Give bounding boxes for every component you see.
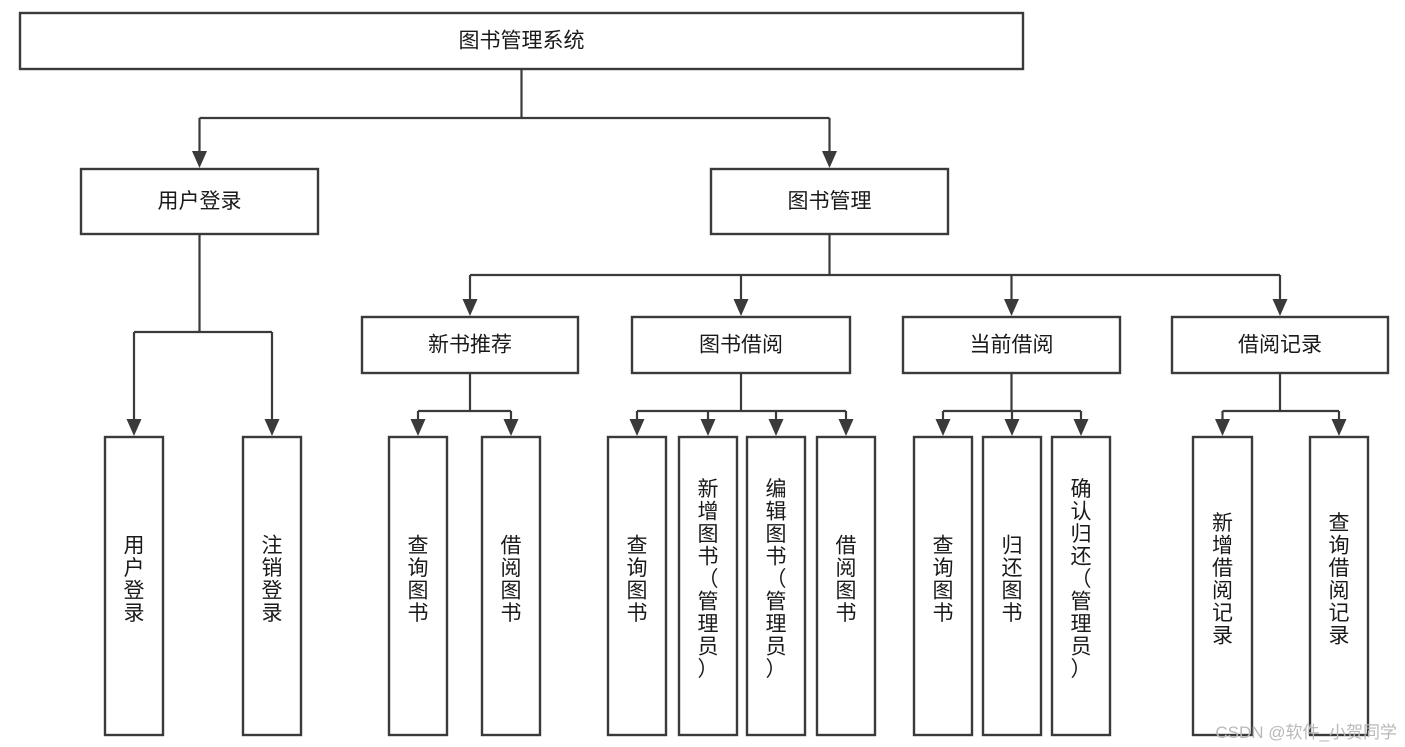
node-box-leaf-query-borrow-record <box>1308 435 1370 737</box>
node-leaf-return-book[interactable]: 归还图书 <box>981 435 1043 737</box>
arrow-head-icon <box>264 419 280 436</box>
node-box-leaf-add-book-admin <box>677 435 739 737</box>
arrow-head-icon <box>126 419 142 436</box>
node-label-root: 图书管理系统 <box>459 30 585 53</box>
node-label-leaf-borrow-book-recommend: 借阅图书 <box>501 534 522 625</box>
node-leaf-query-book-borrow[interactable]: 查询图书 <box>606 435 668 737</box>
node-box-leaf-query-book-borrow <box>606 435 668 737</box>
node-box-leaf-borrow-book-recommend <box>480 435 542 737</box>
arrow-head-icon <box>629 419 645 436</box>
node-current-borrow[interactable]: 当前借阅 <box>901 315 1122 375</box>
node-borrow-record[interactable]: 借阅记录 <box>1170 315 1390 375</box>
node-label-book-borrow: 图书借阅 <box>699 334 783 357</box>
nodes-layer: 图书管理系统用户登录图书管理新书推荐图书借阅当前借阅借阅记录用户登录注销登录查询… <box>18 11 1390 737</box>
node-leaf-confirm-return-admin[interactable]: 确认归还（管理员） <box>1050 435 1112 737</box>
node-label-leaf-query-borrow-record: 查询借阅记录 <box>1329 512 1350 648</box>
node-label-borrow-record: 借阅记录 <box>1238 334 1322 357</box>
node-box-leaf-edit-book-admin <box>745 435 807 737</box>
arrow-head-icon <box>503 419 519 436</box>
arrow-head-icon <box>1004 299 1019 316</box>
node-leaf-query-book-current[interactable]: 查询图书 <box>912 435 974 737</box>
node-book-borrow[interactable]: 图书借阅 <box>630 315 852 375</box>
arrow-head-icon <box>733 299 749 316</box>
node-label-leaf-add-borrow-record: 新增借阅记录 <box>1212 512 1233 648</box>
node-label-leaf-query-book-borrow: 查询图书 <box>627 534 648 625</box>
node-label-current-borrow: 当前借阅 <box>970 334 1054 357</box>
node-box-book-borrow <box>630 315 852 375</box>
node-box-user-login <box>79 167 320 236</box>
csdn-watermark: CSDN @软件_小贺同学 <box>1215 723 1397 742</box>
node-root[interactable]: 图书管理系统 <box>18 11 1025 71</box>
node-label-leaf-edit-book-admin: 编辑图书（管理员） <box>766 478 787 681</box>
arrow-head-icon <box>1272 299 1288 316</box>
node-label-new-book-recommend: 新书推荐 <box>428 334 512 357</box>
arrow-head-icon <box>838 419 854 436</box>
arrow-head-icon <box>1004 419 1020 436</box>
node-label-book-management: 图书管理 <box>788 190 872 213</box>
arrow-head-icon <box>1331 419 1347 436</box>
node-leaf-borrow-book[interactable]: 借阅图书 <box>815 435 877 737</box>
node-label-leaf-return-book: 归还图书 <box>1002 534 1023 625</box>
node-leaf-logout[interactable]: 注销登录 <box>241 435 303 737</box>
node-leaf-add-book-admin[interactable]: 新增图书（管理员） <box>677 435 739 737</box>
arrow-head-icon <box>700 419 716 436</box>
node-label-leaf-logout: 注销登录 <box>262 534 283 625</box>
node-box-leaf-query-book-recommend <box>387 435 449 737</box>
node-box-leaf-add-borrow-record <box>1191 435 1254 737</box>
node-label-leaf-user-login: 用户登录 <box>124 534 145 625</box>
node-box-leaf-confirm-return-admin <box>1050 435 1112 737</box>
node-box-root <box>18 11 1025 71</box>
node-leaf-query-book-recommend[interactable]: 查询图书 <box>387 435 449 737</box>
node-user-login[interactable]: 用户登录 <box>79 167 320 236</box>
node-box-leaf-query-book-current <box>912 435 974 737</box>
node-label-leaf-add-book-admin: 新增图书（管理员） <box>698 478 719 681</box>
arrow-head-icon <box>1215 419 1230 436</box>
arrow-head-icon <box>1073 419 1089 436</box>
arrow-head-icon <box>192 151 207 168</box>
node-box-new-book-recommend <box>360 315 580 375</box>
node-box-leaf-borrow-book <box>815 435 877 737</box>
node-leaf-edit-book-admin[interactable]: 编辑图书（管理员） <box>745 435 807 737</box>
arrow-head-icon <box>410 419 426 436</box>
arrow-head-icon <box>768 419 784 436</box>
arrow-head-icon <box>462 299 478 316</box>
node-new-book-recommend[interactable]: 新书推荐 <box>360 315 580 375</box>
node-label-leaf-confirm-return-admin: 确认归还（管理员） <box>1071 478 1092 681</box>
arrow-head-icon <box>822 151 837 168</box>
connectors-layer <box>126 69 1347 436</box>
node-leaf-user-login[interactable]: 用户登录 <box>103 435 165 737</box>
node-box-leaf-logout <box>241 435 303 737</box>
node-leaf-borrow-book-recommend[interactable]: 借阅图书 <box>480 435 542 737</box>
node-book-management[interactable]: 图书管理 <box>709 167 950 236</box>
node-box-borrow-record <box>1170 315 1390 375</box>
node-box-book-management <box>709 167 950 236</box>
node-label-user-login: 用户登录 <box>158 190 242 213</box>
node-box-leaf-user-login <box>103 435 165 737</box>
node-leaf-add-borrow-record[interactable]: 新增借阅记录 <box>1191 435 1254 737</box>
node-box-leaf-return-book <box>981 435 1043 737</box>
node-label-leaf-query-book-current: 查询图书 <box>933 534 954 625</box>
node-box-current-borrow <box>901 315 1122 375</box>
node-label-leaf-borrow-book: 借阅图书 <box>836 534 857 625</box>
node-label-leaf-query-book-recommend: 查询图书 <box>408 534 429 625</box>
node-leaf-query-borrow-record[interactable]: 查询借阅记录 <box>1308 435 1370 737</box>
arrow-head-icon <box>935 419 951 436</box>
